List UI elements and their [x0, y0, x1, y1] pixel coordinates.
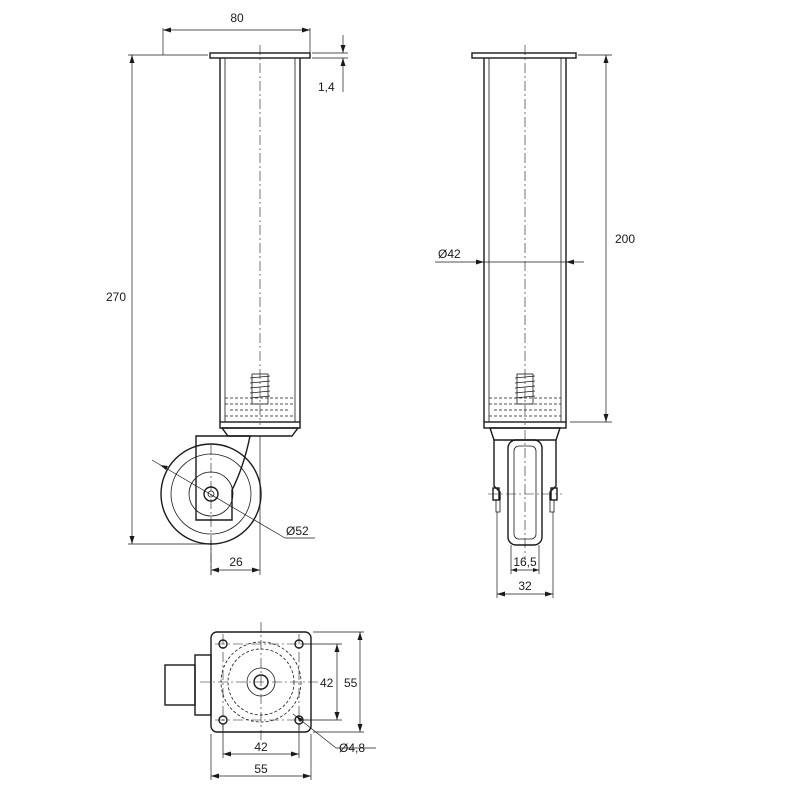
dim-wheel-width: 16,5	[513, 555, 537, 569]
dim-total-height: 270	[106, 290, 126, 304]
dim-fork-width: 32	[518, 579, 532, 593]
top-view	[164, 622, 320, 742]
dim-hole-spacing-h: 42	[254, 740, 268, 754]
dim-plate-thickness: 1,4	[318, 80, 335, 94]
front-fork	[195, 435, 251, 521]
side-threaded-stud	[514, 373, 536, 405]
side-view	[471, 45, 577, 560]
dim-plate-width: 80	[230, 11, 244, 25]
dim-hole-diameter: Ø4,8	[339, 741, 365, 755]
front-view	[160, 45, 311, 575]
dim-plate-size-v: 55	[344, 676, 358, 690]
dim-hole-spacing-v: 42	[320, 676, 334, 690]
dim-plate-size-h: 55	[254, 762, 268, 776]
top-dimensions: 42 55 Ø4,8 42 55	[210, 631, 376, 780]
front-threaded-stud	[249, 373, 271, 405]
dim-tube-height: 200	[615, 232, 635, 246]
front-dimensions: 80 1,4 270 Ø52 26	[106, 11, 348, 575]
dim-tube-diameter: Ø42	[438, 247, 461, 261]
side-dimensions: Ø42 200 16,5 32	[435, 54, 635, 598]
dim-offset: 26	[229, 555, 243, 569]
dim-wheel-diameter: Ø52	[286, 524, 309, 538]
top-wheel	[164, 664, 196, 706]
side-top-plate	[471, 52, 577, 59]
